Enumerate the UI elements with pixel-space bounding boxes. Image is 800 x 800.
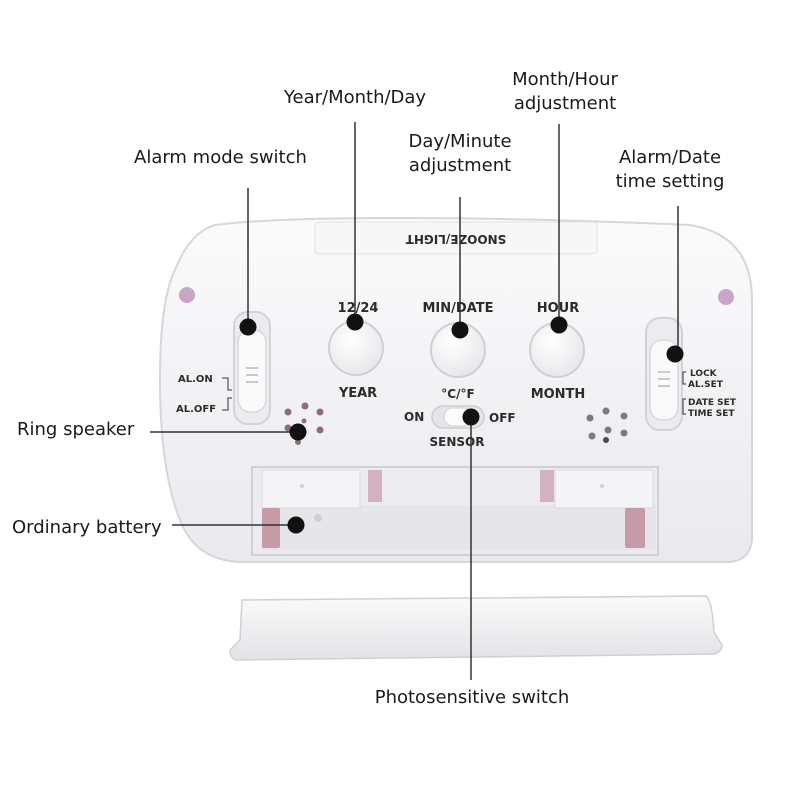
callout-day-minute-line2: adjustment	[408, 155, 512, 176]
top-strip-label: SNOOZE/LIGHT	[405, 232, 506, 246]
al-set-label: AL.SET	[688, 380, 724, 390]
set-bracket	[682, 371, 686, 415]
callout-alarm-mode-switch: Alarm mode switch	[134, 147, 307, 168]
callout-month-hour-line1: Month/Hour	[512, 69, 618, 90]
callout-day-minute-line1: Day/Minute	[408, 131, 512, 152]
callout-year-month-day: Year/Month/Day	[283, 87, 427, 108]
lock-label: LOCK	[690, 369, 718, 379]
callout-alarm-date-line1: Alarm/Date	[618, 147, 722, 168]
corner-hole-left	[179, 287, 195, 303]
alarm-date-setting-switch[interactable]	[645, 317, 683, 431]
callout-lines	[150, 122, 679, 680]
battery-contact-right	[625, 508, 645, 548]
al-bracket	[222, 377, 232, 411]
speaker-right	[586, 407, 628, 443]
btn-min-date-label: MIN/DATE	[423, 301, 494, 316]
callout-ordinary-battery: Ordinary battery	[12, 517, 162, 538]
callout-month-hour: Month/Hour adjustment	[480, 68, 650, 116]
sensor-off-label: OFF	[489, 411, 516, 425]
battery-compartment	[251, 466, 659, 556]
alarm-mode-switch[interactable]	[233, 311, 271, 425]
sensor-label: SENSOR	[430, 435, 485, 449]
callout-ring-speaker: Ring speaker	[17, 419, 135, 440]
battery-contact-left	[262, 508, 280, 548]
battery-cover	[229, 595, 723, 661]
callout-alarm-date-line2: time setting	[615, 171, 725, 192]
btn-month-label: MONTH	[531, 387, 586, 402]
time-set-label: TIME SET	[688, 409, 735, 419]
callout-photosensitive-switch: Photosensitive switch	[374, 687, 570, 708]
btn-temp-label: °C/°F	[441, 387, 474, 401]
btn-hour-label: HOUR	[537, 301, 580, 316]
callout-alarm-date: Alarm/Date time setting	[595, 146, 745, 194]
al-off-label: AL.OFF	[176, 404, 216, 415]
al-on-label: AL.ON	[178, 374, 213, 385]
button-group: 12/24 MIN/DATE HOUR YEAR °C/°F MONTH	[328, 301, 586, 402]
btn-12-24-label: 12/24	[338, 301, 379, 316]
callout-month-hour-line2: adjustment	[513, 93, 617, 114]
corner-hole-right	[718, 289, 734, 305]
date-set-label: DATE SET	[688, 398, 737, 408]
callout-day-minute: Day/Minute adjustment	[380, 130, 540, 178]
btn-year-label: YEAR	[338, 386, 377, 401]
sensor-on-label: ON	[404, 410, 424, 424]
callout-dots	[239, 313, 684, 534]
